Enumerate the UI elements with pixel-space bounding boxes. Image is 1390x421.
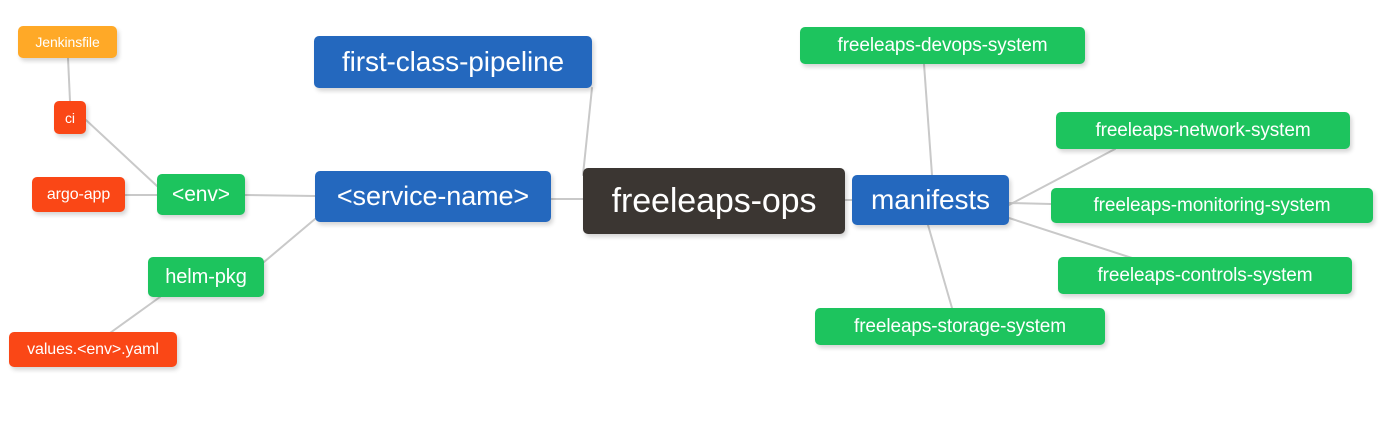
node-first-class-pipeline[interactable]: first-class-pipeline (314, 36, 592, 88)
node-label-values-env-yaml: values.<env>.yaml (27, 340, 159, 358)
node-label-manifests: manifests (871, 184, 990, 215)
node-label-freeleaps-devops-system: freeleaps-devops-system (837, 35, 1048, 56)
edge-manifests-to-freeleaps-monitoring-system (1008, 202, 1052, 205)
node-label-first-class-pipeline: first-class-pipeline (341, 46, 565, 77)
node-env[interactable]: <env> (157, 174, 245, 215)
node-label-argo-app: argo-app (46, 185, 111, 203)
node-freeleaps-devops-system[interactable]: freeleaps-devops-system (800, 27, 1085, 64)
node-label-jenkinsfile: Jenkinsfile (35, 34, 100, 50)
node-argo-app[interactable]: argo-app (32, 177, 125, 212)
node-manifests[interactable]: manifests (852, 175, 1009, 225)
node-label-freeleaps-ops: freeleaps-ops (611, 182, 817, 220)
node-service-name[interactable]: <service-name> (315, 171, 551, 222)
node-values-env-yaml[interactable]: values.<env>.yaml (9, 332, 177, 367)
node-helm-pkg[interactable]: helm-pkg (148, 257, 264, 297)
edge-manifests-to-freeleaps-controls-system (1008, 217, 1133, 259)
edge-env-to-service-name (244, 194, 316, 197)
node-freeleaps-monitoring-system[interactable]: freeleaps-monitoring-system (1051, 188, 1373, 223)
edge-jenkinsfile-to-ci (67, 57, 71, 102)
node-label-service-name: <service-name> (336, 181, 530, 211)
node-label-freeleaps-storage-system: freeleaps-storage-system (854, 316, 1066, 337)
edge-service-name-to-first-class-pipeline (582, 87, 593, 176)
edge-manifests-to-freeleaps-devops-system (923, 63, 933, 176)
node-freeleaps-storage-system[interactable]: freeleaps-storage-system (815, 308, 1105, 345)
node-label-freeleaps-controls-system: freeleaps-controls-system (1097, 265, 1313, 286)
node-label-ci: ci (65, 109, 75, 126)
edge-manifests-to-freeleaps-storage-system (927, 224, 953, 309)
node-ci[interactable]: ci (54, 101, 86, 134)
node-freeleaps-ops[interactable]: freeleaps-ops (583, 168, 845, 234)
node-label-freeleaps-network-system: freeleaps-network-system (1095, 120, 1311, 141)
node-jenkinsfile[interactable]: Jenkinsfile (18, 26, 117, 58)
node-freeleaps-network-system[interactable]: freeleaps-network-system (1056, 112, 1350, 149)
node-label-env: <env> (172, 183, 230, 206)
edge-helm-pkg-to-values-env-yaml (109, 296, 161, 334)
node-label-freeleaps-monitoring-system: freeleaps-monitoring-system (1093, 195, 1331, 216)
edge-service-name-to-helm-pkg (263, 218, 316, 263)
node-freeleaps-controls-system[interactable]: freeleaps-controls-system (1058, 257, 1352, 294)
node-label-helm-pkg: helm-pkg (165, 266, 247, 288)
